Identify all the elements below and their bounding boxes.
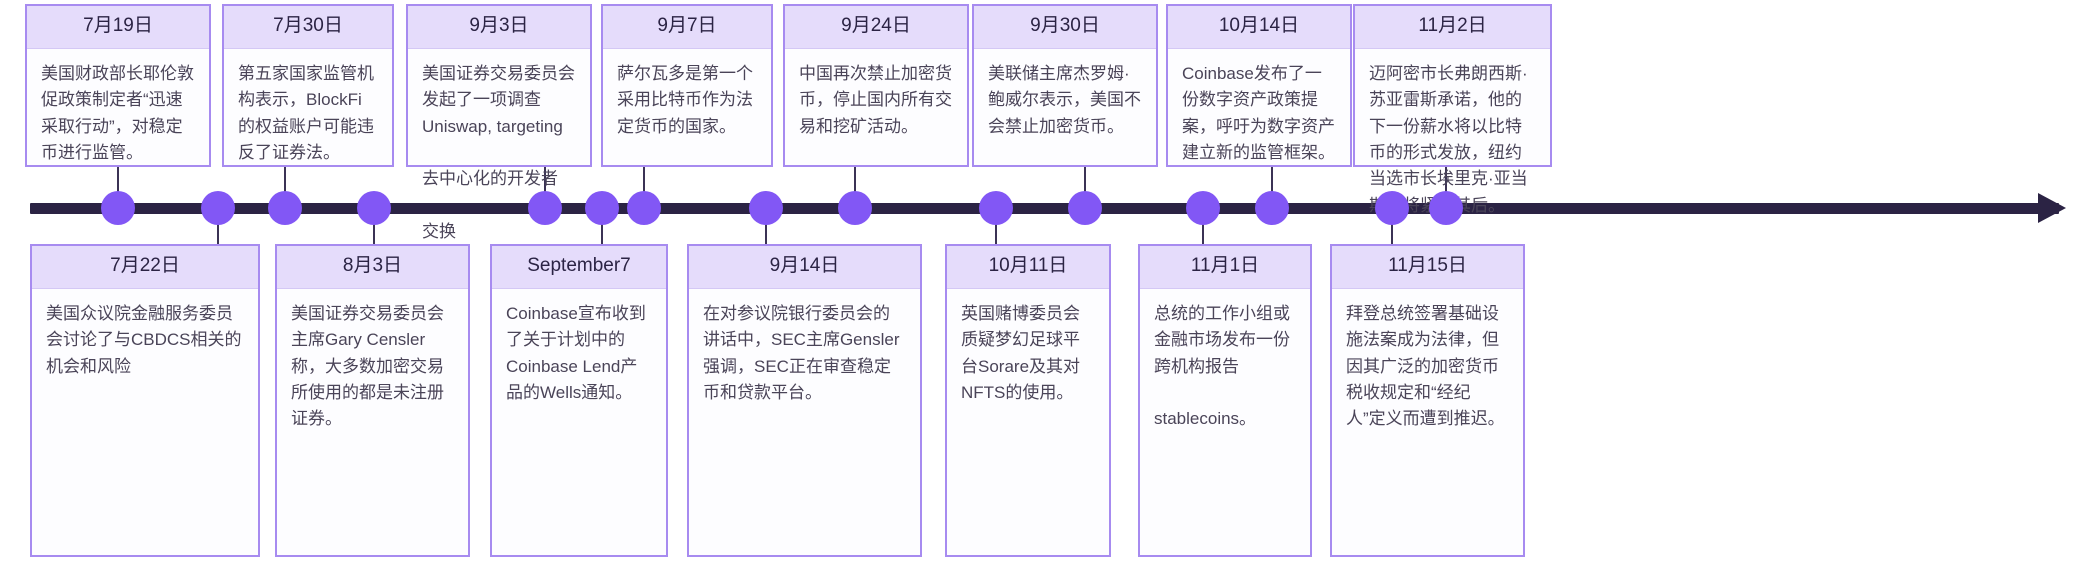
timeline-node-dot[interactable] (585, 191, 619, 225)
event-card[interactable]: 10月11日 英国赌博委员会质疑梦幻足球平台Sorare及其对NFTS的使用。 (945, 244, 1111, 557)
event-text: 拜登总统签署基础设施法案成为法律，但因其广泛的加密货币税收规定和“经纪人”定义而… (1346, 303, 1505, 429)
event-text: 美国证券交易委员会发起了一项调查 Uniswap, targeting 去中心化… (422, 63, 575, 241)
node-connector (643, 167, 645, 197)
timeline-arrow-icon (2038, 193, 2066, 223)
event-date: 9月14日 (689, 246, 920, 289)
timeline-node-dot[interactable] (627, 191, 661, 225)
timeline-node-dot[interactable] (979, 191, 1013, 225)
event-text: 总统的工作小组或金融市场发布一份跨机构报告 stablecoins。 (1154, 303, 1290, 429)
event-text: 萨尔瓦多是第一个采用比特币作为法定货币的国家。 (617, 63, 753, 136)
node-connector (995, 208, 997, 246)
event-card[interactable]: 7月30日 第五家国家监管机构表示，BlockFi的权益账户可能违反了证券法。 (222, 4, 394, 167)
event-card[interactable]: September7 Coinbase宣布收到了关于计划中的Coinbase L… (490, 244, 668, 557)
event-card[interactable]: 10月14日 Coinbase发布了一份数字资产政策提案，呼吁为数字资产建立新的… (1166, 4, 1352, 167)
event-date: 11月15日 (1332, 246, 1523, 289)
timeline-node-dot[interactable] (1186, 191, 1220, 225)
event-date: 9月3日 (408, 6, 590, 49)
event-card[interactable]: 9月3日 美国证券交易委员会发起了一项调查 Uniswap, targeting… (406, 4, 592, 241)
node-connector (117, 167, 119, 197)
event-date: 10月11日 (947, 246, 1109, 289)
event-card[interactable]: 9月14日 在对参议院银行委员会的讲话中，SEC主席Gensler强调，SEC正… (687, 244, 922, 557)
timeline-node-dot[interactable] (1255, 191, 1289, 225)
event-date: 11月1日 (1140, 246, 1310, 289)
timeline-node-dot[interactable] (268, 191, 302, 225)
node-connector (1271, 167, 1273, 197)
event-date: 7月30日 (224, 6, 392, 49)
event-date: 9月7日 (603, 6, 771, 49)
event-date: 10月14日 (1168, 6, 1350, 49)
node-connector (1391, 208, 1393, 246)
event-card[interactable]: 11月2日 迈阿密市长弗朗西斯·苏亚雷斯承诺，他的下一份薪水将以比特币的形式发放… (1353, 4, 1552, 215)
timeline-node-dot[interactable] (1429, 191, 1463, 225)
event-date: 7月22日 (32, 246, 258, 289)
event-card[interactable]: 7月22日 美国众议院金融服务委员会讨论了与CBDCS相关的机会和风险 (30, 244, 260, 557)
timeline-node-dot[interactable] (201, 191, 235, 225)
timeline-axis (30, 203, 2059, 214)
node-connector (544, 167, 546, 197)
event-date: 11月2日 (1355, 6, 1550, 49)
event-card[interactable]: 9月24日 中国再次禁止加密货币，停止国内所有交易和挖矿活动。 (783, 4, 969, 167)
event-card[interactable]: 11月1日 总统的工作小组或金融市场发布一份跨机构报告 stablecoins。 (1138, 244, 1312, 557)
node-connector (601, 208, 603, 246)
event-date: 7月19日 (27, 6, 209, 49)
event-card[interactable]: 9月30日 美联储主席杰罗姆·鲍威尔表示，美国不会禁止加密货币。 (972, 4, 1158, 167)
event-card[interactable]: 8月3日 美国证券交易委员会主席Gary Censler称，大多数加密交易所使用… (275, 244, 470, 557)
event-date: 9月30日 (974, 6, 1156, 49)
event-date: September7 (492, 246, 666, 289)
timeline-node-dot[interactable] (838, 191, 872, 225)
node-connector (217, 208, 219, 246)
event-date: 9月24日 (785, 6, 967, 49)
node-connector (284, 167, 286, 197)
event-text: 美联储主席杰罗姆·鲍威尔表示，美国不会禁止加密货币。 (988, 63, 1141, 136)
event-card[interactable]: 11月15日 拜登总统签署基础设施法案成为法律，但因其广泛的加密货币税收规定和“… (1330, 244, 1525, 557)
event-text: 美国众议院金融服务委员会讨论了与CBDCS相关的机会和风险 (46, 303, 242, 376)
timeline-node-dot[interactable] (1375, 191, 1409, 225)
node-connector (373, 208, 375, 246)
node-connector (1084, 167, 1086, 197)
node-connector (1445, 167, 1447, 197)
event-card[interactable]: 7月19日 美国财政部长耶伦敦促政策制定者“迅速采取行动”，对稳定币进行监管。 (25, 4, 211, 167)
timeline-node-dot[interactable] (528, 191, 562, 225)
event-text: 美国证券交易委员会主席Gary Censler称，大多数加密交易所使用的都是未注… (291, 303, 444, 429)
event-text: Coinbase发布了一份数字资产政策提案，呼吁为数字资产建立新的监管框架。 (1182, 63, 1335, 162)
timeline-node-dot[interactable] (101, 191, 135, 225)
timeline-node-dot[interactable] (1068, 191, 1102, 225)
timeline-node-dot[interactable] (749, 191, 783, 225)
event-text: 第五家国家监管机构表示，BlockFi的权益账户可能违反了证券法。 (238, 63, 374, 162)
node-connector (765, 208, 767, 246)
event-text: 在对参议院银行委员会的讲话中，SEC主席Gensler强调，SEC正在审查稳定币… (703, 303, 900, 402)
node-connector (854, 167, 856, 197)
event-card[interactable]: 9月7日 萨尔瓦多是第一个采用比特币作为法定货币的国家。 (601, 4, 773, 167)
event-text: 英国赌博委员会质疑梦幻足球平台Sorare及其对NFTS的使用。 (961, 303, 1081, 402)
node-connector (1202, 208, 1204, 246)
event-text: Coinbase宣布收到了关于计划中的Coinbase Lend产品的Wells… (506, 303, 646, 402)
event-text: 中国再次禁止加密货币，停止国内所有交易和挖矿活动。 (799, 63, 952, 136)
event-text: 美国财政部长耶伦敦促政策制定者“迅速采取行动”，对稳定币进行监管。 (41, 63, 194, 162)
timeline-node-dot[interactable] (357, 191, 391, 225)
event-date: 8月3日 (277, 246, 468, 289)
